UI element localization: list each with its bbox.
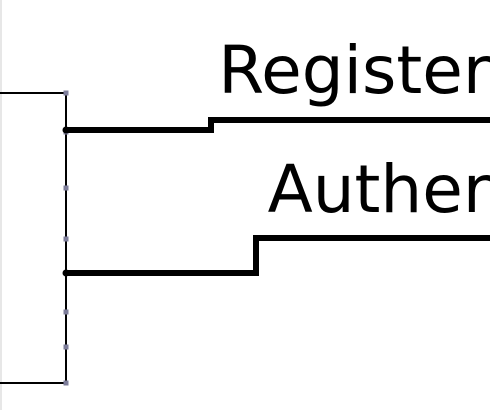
auth-label: Auther [267,151,490,228]
connector-auth [66,235,490,276]
handle-3[interactable] [63,236,69,242]
connector-register [66,117,490,133]
register-label: Register [218,32,490,109]
handle-5[interactable] [63,344,69,350]
handle-2[interactable] [63,185,69,191]
connector-auth-dot [62,269,70,277]
handle-bottom[interactable] [63,380,69,386]
connector-register-dot [62,126,70,134]
handle-4[interactable] [63,309,69,315]
handle-top[interactable] [63,90,69,96]
